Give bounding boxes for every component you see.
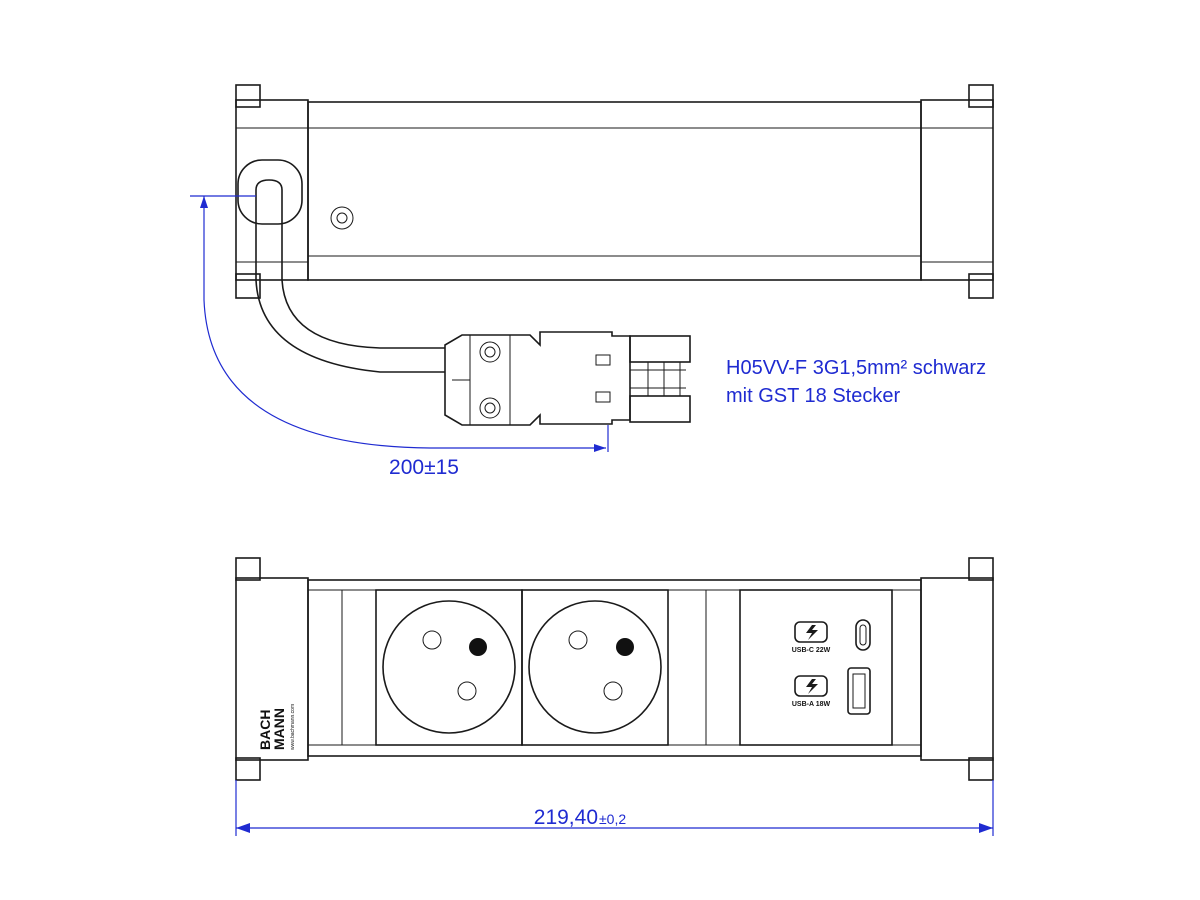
cable-gland: [237, 159, 303, 225]
screw-hole-icon: [330, 206, 354, 230]
cable-note-line1: H05VV-F 3G1,5mm² schwarz: [726, 357, 986, 379]
usb-a-label: USB-A 18W: [792, 701, 831, 708]
top-left-end-cap: [235, 99, 309, 281]
charging-icon: [794, 675, 828, 697]
brand-logo: BACH MANN www.bachmann.com: [257, 704, 296, 750]
brand-website: www.bachmann.com: [290, 704, 296, 750]
cable: [255, 190, 445, 373]
top-right-clip-lower: [968, 273, 994, 299]
width-value: 219,40: [534, 806, 598, 829]
top-left-clip-upper: [235, 84, 261, 108]
top-left-clip-lower: [235, 273, 261, 299]
cable-length-dimension: 200±15: [190, 195, 609, 479]
front-right-clip-upper: [968, 557, 994, 581]
charging-icon: [794, 621, 828, 643]
cable-note-line2: mit GST 18 Stecker: [726, 385, 900, 407]
cable-length-label: 200±15: [389, 456, 459, 479]
front-right-end-cap: [920, 577, 994, 761]
plug-connector-icon: [444, 331, 691, 426]
top-right-clip-upper: [968, 84, 994, 108]
front-right-clip-lower: [968, 757, 994, 781]
usb-c-module: USB-C 22W: [792, 619, 871, 654]
front-housing-body: [307, 579, 922, 757]
width-tolerance: ±0,2: [599, 811, 626, 827]
brand-line1: BACH: [257, 710, 273, 750]
top-right-end-cap: [920, 99, 994, 281]
socket-icon: [382, 600, 516, 734]
width-dimension: 219,40 ±0,2: [235, 780, 994, 836]
brand-line2: MANN: [271, 708, 287, 750]
front-left-clip-lower: [235, 757, 261, 781]
usb-c-port-icon: [855, 619, 871, 651]
usb-c-label: USB-C 22W: [792, 647, 831, 654]
top-housing-body: [307, 101, 922, 281]
usb-a-module: USB-A 18W: [792, 667, 871, 715]
top-view: 200±15 H05VV-F 3G1,5mm² schwarz mit GST …: [190, 84, 994, 479]
usb-a-port-icon: [847, 667, 871, 715]
socket-icon: [528, 600, 662, 734]
front-left-clip-upper: [235, 557, 261, 581]
front-view: USB-C 22W USB-A 18W BACH MANN www.bachma…: [235, 557, 994, 836]
